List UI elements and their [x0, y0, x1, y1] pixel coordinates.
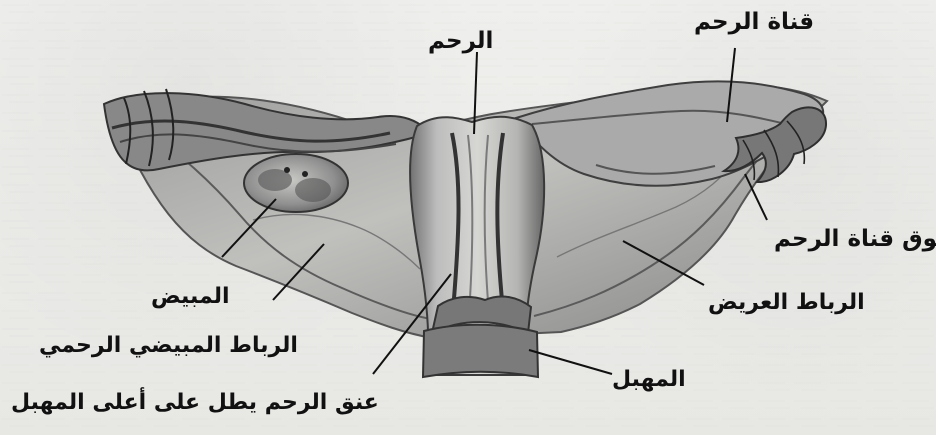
- label-fallopian-tube: قناة الرحم: [694, 11, 814, 34]
- label-broad-ligament: الرباط العريض: [708, 292, 865, 314]
- ovary: [244, 154, 348, 212]
- label-vagina: المهبل: [612, 369, 686, 391]
- label-ovary: المبيض: [151, 286, 230, 308]
- uterine-body: [410, 117, 544, 377]
- label-ovarian-ligament: الرباط المبيضي الرحمي: [39, 335, 298, 357]
- label-fimbriae: بوق قناة الرحم: [774, 228, 936, 251]
- label-cervix: عنق الرحم يطل على أعلى المهبل: [11, 392, 379, 414]
- label-uterus: الرحم: [428, 30, 493, 53]
